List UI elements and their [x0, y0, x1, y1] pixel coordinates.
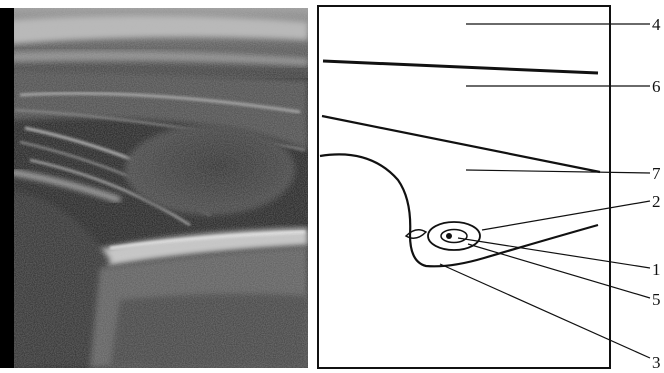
- ultrasound-image: [10, 8, 308, 368]
- ultrasound-frame-edge: [0, 8, 14, 368]
- label-6: 6: [652, 77, 661, 96]
- label-1: 1: [652, 260, 661, 279]
- schematic-frame: [318, 6, 610, 368]
- label-7: 7: [652, 164, 661, 183]
- label-2: 2: [652, 192, 661, 211]
- label-3: 3: [652, 353, 661, 372]
- label-5: 5: [652, 290, 661, 309]
- label-4: 4: [652, 15, 661, 34]
- structure-core: [446, 233, 452, 239]
